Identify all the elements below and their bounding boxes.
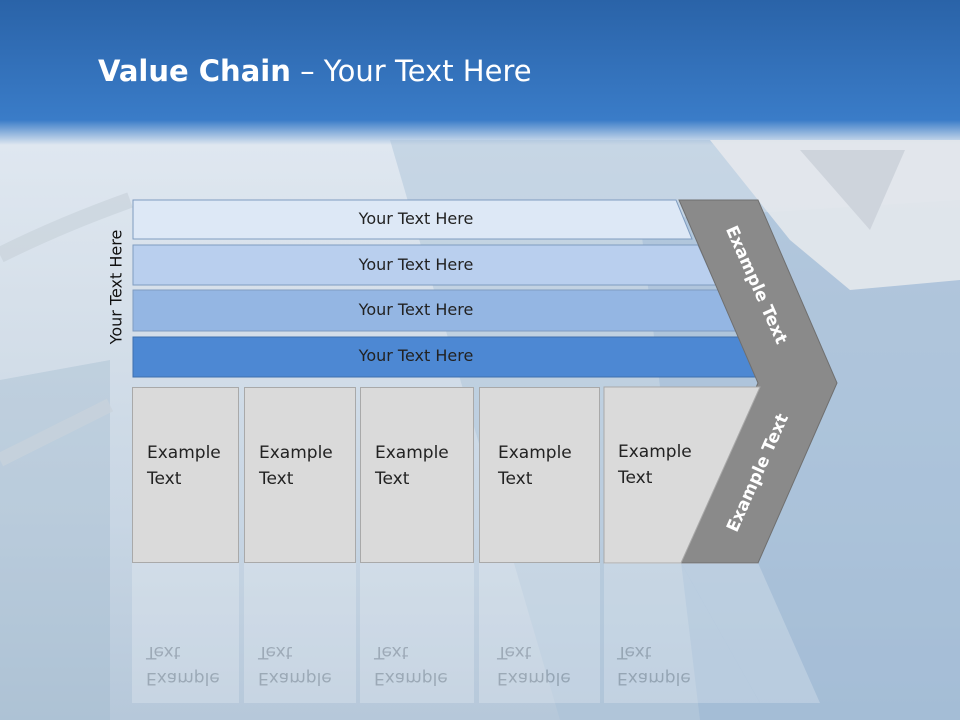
row-2-label: Your Text Here — [358, 255, 474, 274]
box-4-line1: Example — [498, 443, 572, 463]
box-2-line1: Example — [259, 443, 333, 463]
box-5-line1: Example — [618, 442, 692, 462]
box-5: Example Text — [604, 387, 704, 563]
box-2-line2: Text — [259, 469, 294, 489]
box-3-line2: Text — [375, 469, 410, 489]
row-1-label: Your Text Here — [358, 209, 474, 228]
box-1-line2: Text — [147, 469, 182, 489]
box-1: Example Text — [132, 387, 239, 563]
box-3: Example Text — [360, 387, 474, 563]
box-3-line1: Example — [375, 443, 449, 463]
box-5-shape — [603, 386, 761, 564]
box-4-line2: Text — [498, 469, 533, 489]
chevron-arrow — [678, 199, 838, 564]
row-1-shape — [132, 199, 693, 240]
title-bold: Value Chain — [98, 54, 291, 88]
box-1-line1: Example — [147, 443, 221, 463]
title-rest: – Your Text Here — [290, 54, 532, 88]
box-5-line2: Text — [618, 468, 653, 488]
row-3-label: Your Text Here — [358, 300, 474, 319]
box-4: Example Text — [479, 387, 600, 563]
box-2: Example Text — [244, 387, 356, 563]
row-4-label: Your Text Here — [358, 346, 474, 365]
slide-title: Value Chain – Your Text Here — [98, 54, 532, 88]
